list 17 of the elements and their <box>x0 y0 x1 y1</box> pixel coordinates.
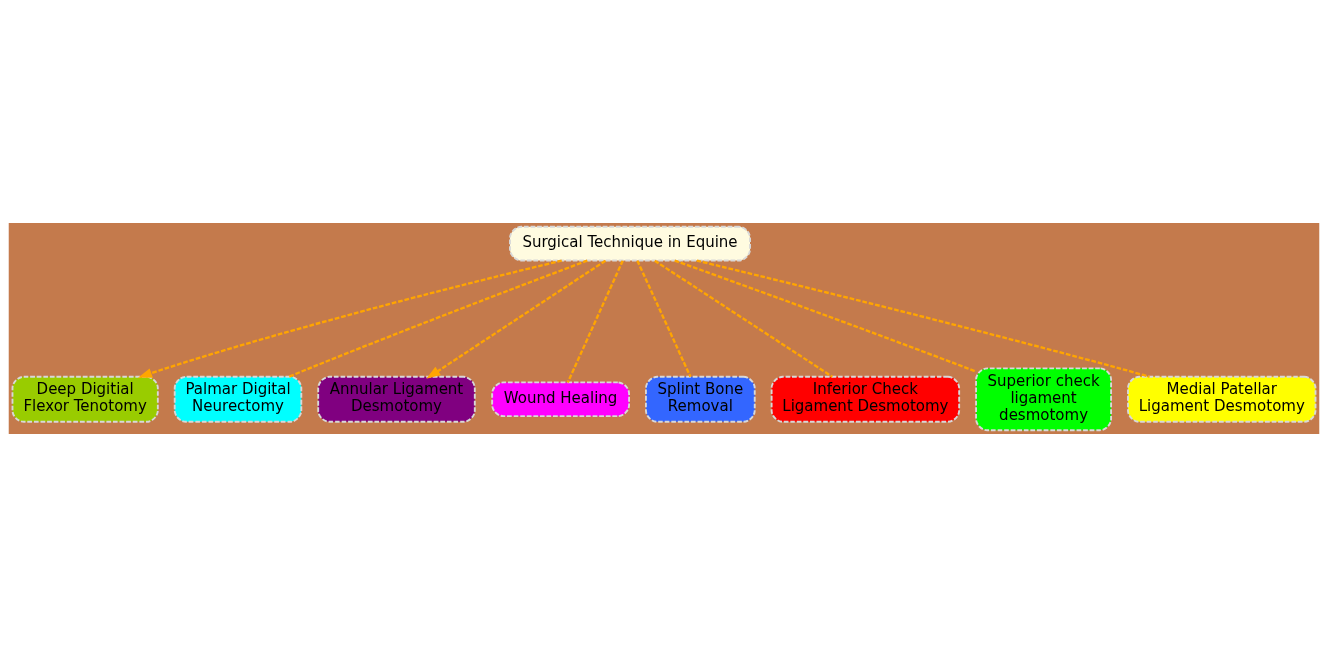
node-box: Palmar Digital Neurectomy <box>173 375 303 423</box>
node-box: Annular Ligament Desmotomy <box>317 375 476 423</box>
arrow <box>137 258 563 378</box>
node-box: Wound Healing <box>491 381 630 417</box>
node-box: Surgical Technique in Equine <box>509 225 751 261</box>
node-box: Splint Bone Removal <box>645 375 756 423</box>
connector <box>636 259 692 377</box>
connector <box>288 259 588 378</box>
connector <box>674 258 977 373</box>
arrow <box>426 259 607 379</box>
node-box: Medial Patellar Ligament Desmotomy <box>1127 375 1317 423</box>
connector <box>654 259 833 378</box>
node-box: Deep Digitial Flexor Tenotomy <box>11 375 159 423</box>
node-box: Superior check ligament desmotomy <box>975 366 1113 431</box>
node-box: Inferior Check Ligament Desmotomy <box>770 375 961 423</box>
connector <box>696 258 1150 378</box>
connector <box>566 259 624 383</box>
